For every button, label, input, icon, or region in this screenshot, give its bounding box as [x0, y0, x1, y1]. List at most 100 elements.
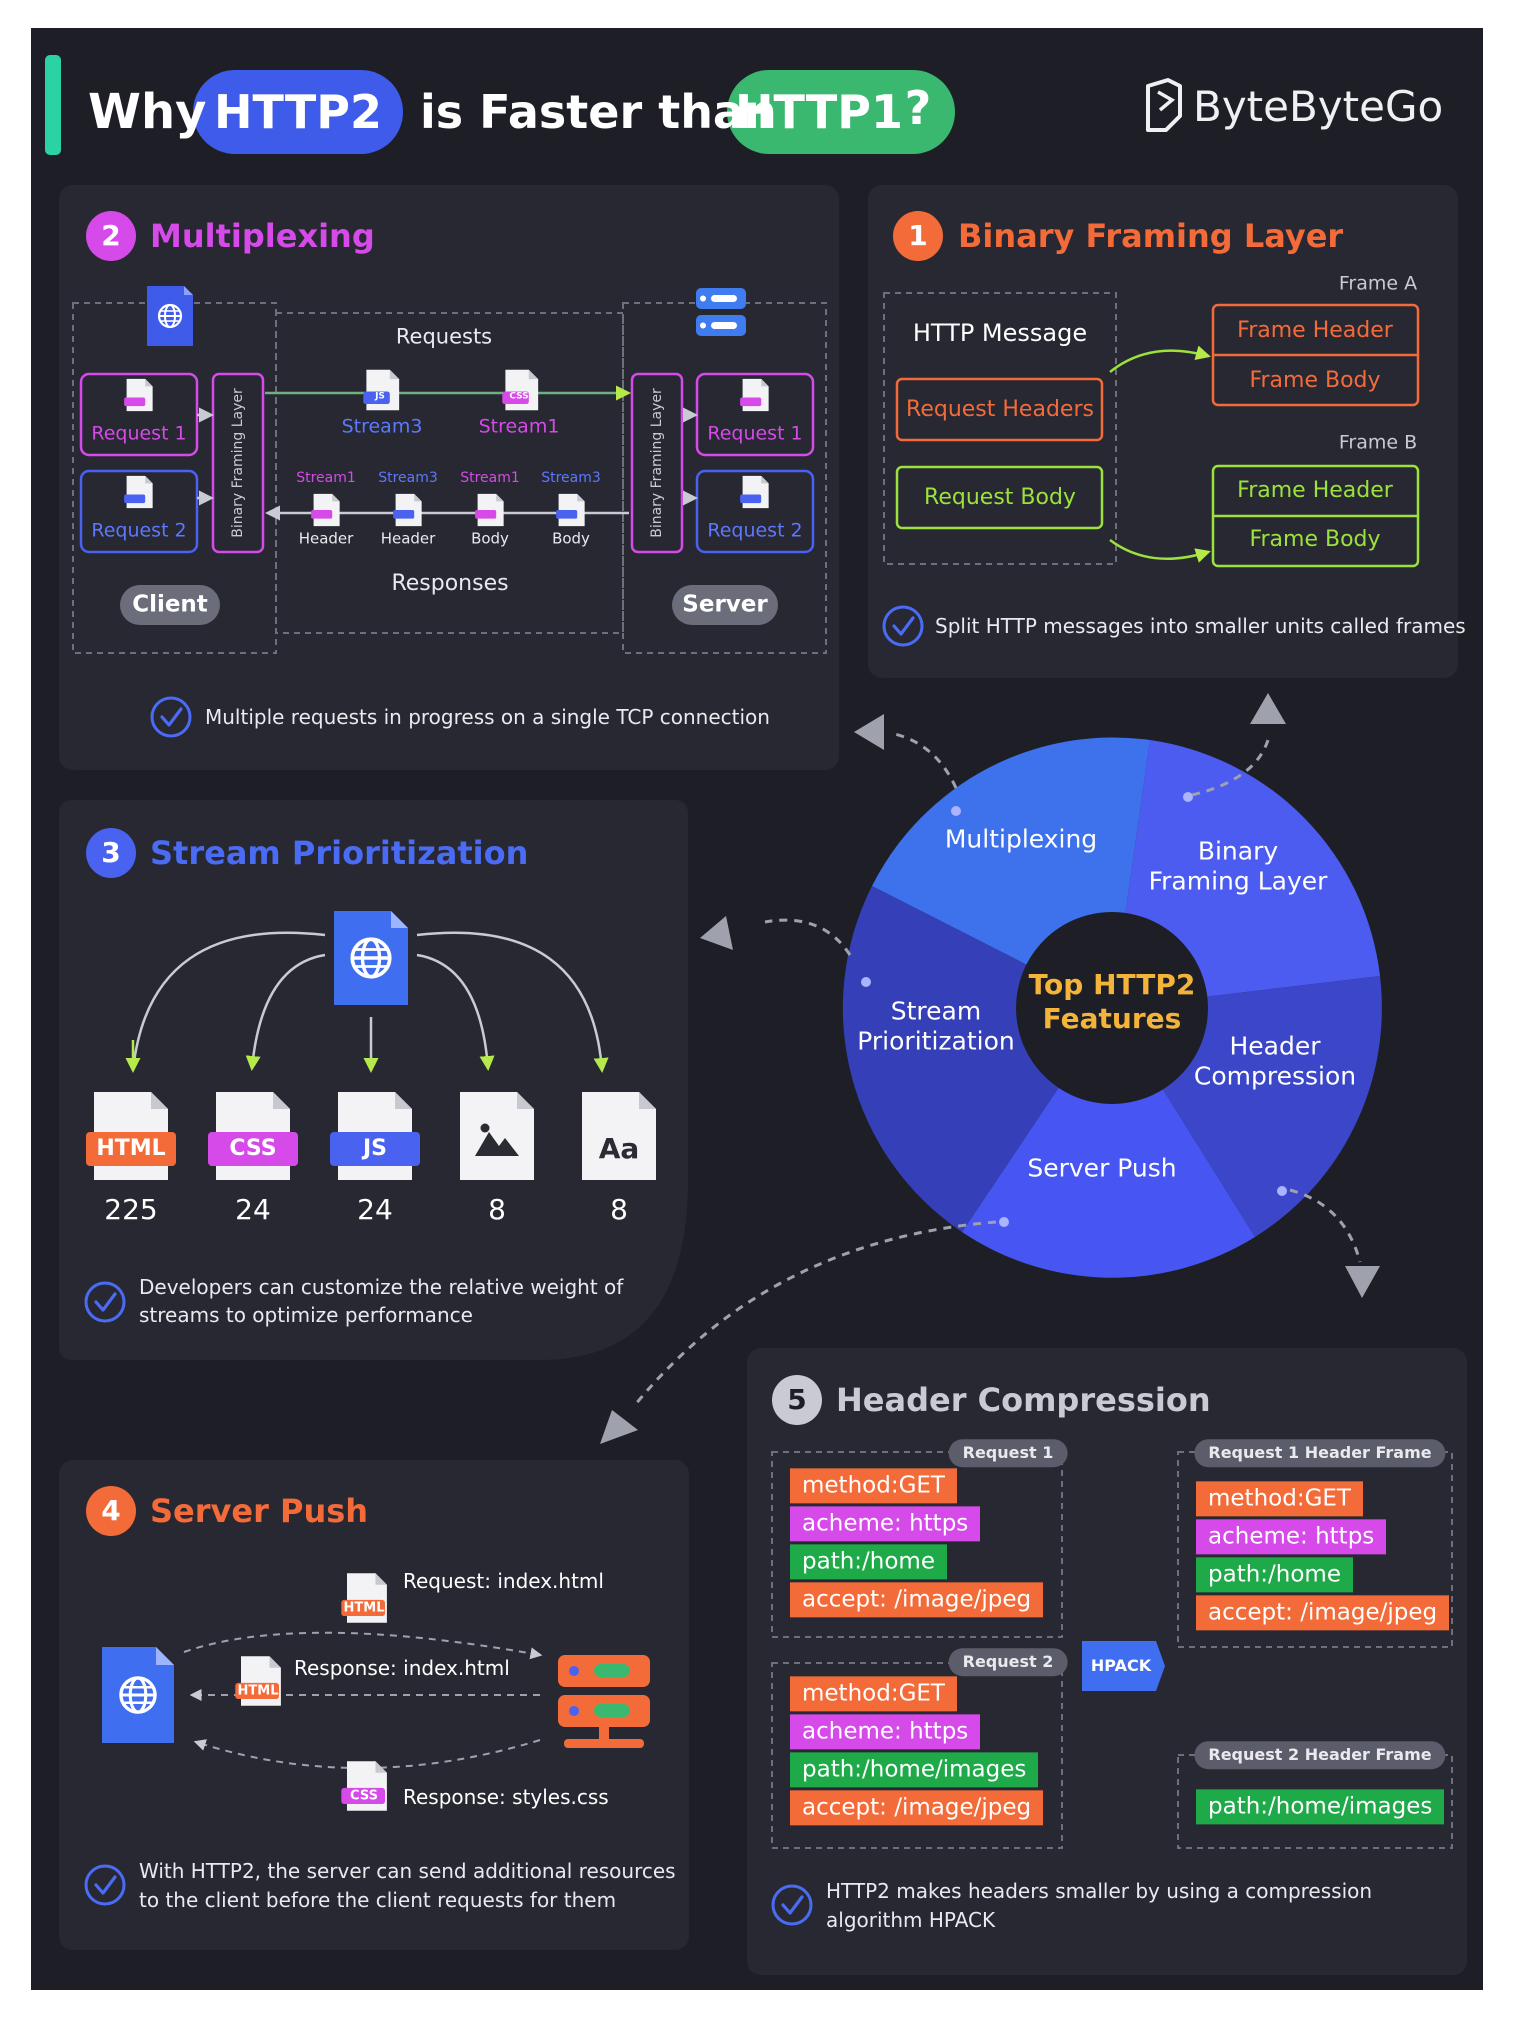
weight-js: 24 [357, 1193, 393, 1226]
title-middle: is Faster than [420, 85, 777, 139]
req1-scheme: acheme: https [790, 1506, 981, 1542]
frame1-accept: accept: /image/jpeg [1196, 1595, 1450, 1631]
server-push-note-line2: to the client before the client requests… [139, 1888, 617, 1912]
server-push-title: Server Push [150, 1492, 369, 1530]
bottom-part-1: Header [298, 529, 354, 548]
request-1-label: Request 1 [948, 1439, 1068, 1467]
title-http1: HTTP1 [734, 85, 904, 139]
weight-css: 24 [235, 1193, 271, 1226]
frame-b-body: Frame Body [1249, 527, 1381, 552]
requests-label: Requests [395, 324, 493, 349]
wheel-stream-line1: Stream [890, 996, 982, 1026]
multiplexing-number: 2 [101, 219, 121, 252]
frame-a-body: Frame Body [1249, 368, 1381, 393]
title-http2: HTTP2 [213, 85, 383, 139]
req1-accept: accept: /image/jpeg [790, 1582, 1044, 1618]
request-body-box: Request Body [924, 485, 1076, 510]
title-question: ? [904, 81, 932, 135]
stream-top-1-file-label: JS [375, 391, 385, 402]
file-css-label: CSS [229, 1136, 277, 1161]
client-framing-layer-label: Binary Framing Layer [230, 388, 246, 538]
html-page-icon [334, 911, 408, 1005]
file-html-label: HTML [96, 1136, 166, 1161]
wheel-header-line2: Compression [1193, 1061, 1357, 1091]
frame-b-header: Frame Header [1237, 478, 1393, 503]
push-response-index-label: Response: index.html [294, 1656, 510, 1680]
binary-number: 1 [908, 219, 928, 252]
wheel-center-line2: Features [1042, 1002, 1182, 1035]
request-headers-box: Request Headers [906, 397, 1094, 422]
client-request-1: Request 1 [91, 422, 187, 445]
brand-logo-icon [1146, 78, 1182, 132]
prioritization-note-line2: streams to optimize performance [139, 1303, 473, 1327]
server-request-2: Request 2 [707, 519, 803, 542]
frame-b-label: Frame B [1338, 431, 1418, 454]
wheel-stream-line2: Prioritization [857, 1026, 1015, 1056]
weight-html: 225 [104, 1193, 158, 1226]
multiplexing-note: Multiple requests in progress on a singl… [205, 705, 770, 729]
stream-top-1: Stream3 [341, 415, 423, 438]
http-message-label: HTTP Message [912, 319, 1088, 347]
stream-top-2: Stream1 [478, 415, 560, 438]
wheel-binary-line1: Binary [1197, 836, 1279, 866]
frame-2-label: Request 2 Header Frame [1194, 1741, 1446, 1769]
wheel-binary-line2: Framing Layer [1148, 866, 1328, 896]
wheel-header-line1: Header [1229, 1031, 1321, 1061]
push-request-file-label: HTML [343, 1600, 385, 1616]
bottom-stream-3: Stream1 [460, 470, 520, 486]
frame1-path: path:/home [1196, 1557, 1353, 1593]
file-font-label: Aa [598, 1132, 640, 1165]
push-response-file-label: HTML [237, 1683, 279, 1699]
push-server-icon [558, 1655, 650, 1748]
feature-wheel [842, 737, 1382, 1278]
frame2-path: path:/home/images [1196, 1789, 1445, 1825]
image-file-icon [460, 1092, 534, 1180]
bottom-stream-4: Stream3 [541, 470, 601, 486]
multiplexing-title: Multiplexing [150, 217, 375, 255]
bottom-part-3: Body [471, 529, 509, 548]
bottom-stream-2: Stream3 [378, 470, 438, 486]
frame-a-header: Frame Header [1237, 318, 1393, 343]
weight-font: 8 [610, 1193, 628, 1226]
bottom-part-2: Header [380, 529, 436, 548]
client-request-2: Request 2 [91, 519, 187, 542]
server-label: Server [682, 591, 768, 618]
frame1-scheme: acheme: https [1196, 1519, 1387, 1555]
binary-note: Split HTTP messages into smaller units c… [935, 614, 1466, 638]
wheel-multiplexing: Multiplexing [944, 824, 1098, 854]
req2-scheme: acheme: https [790, 1714, 981, 1750]
client-browser-icon [147, 286, 193, 346]
req2-method: method:GET [790, 1676, 957, 1712]
req2-path: path:/home/images [790, 1752, 1039, 1788]
title-why: Why [88, 84, 207, 140]
request-2-label: Request 2 [948, 1648, 1068, 1676]
hpack-label: HPACK [1090, 1656, 1152, 1675]
binary-title: Binary Framing Layer [958, 217, 1344, 255]
brand-name: ByteByteGo [1193, 82, 1444, 131]
compression-number: 5 [787, 1383, 807, 1416]
server-icon [696, 288, 746, 336]
stream-top-2-file-label: CSS [509, 391, 529, 402]
compression-note-line1: HTTP2 makes headers smaller by using a c… [826, 1879, 1373, 1903]
frame-1-label: Request 1 Header Frame [1194, 1439, 1446, 1467]
prioritization-title: Stream Prioritization [150, 834, 529, 872]
bottom-stream-1: Stream1 [296, 470, 356, 486]
push-css-file-label: CSS [350, 1788, 378, 1804]
req1-method: method:GET [790, 1468, 957, 1504]
frame-a-label: Frame A [1338, 272, 1418, 295]
prioritization-note-line1: Developers can customize the relative we… [139, 1275, 624, 1299]
wheel-server-push: Server Push [1027, 1153, 1177, 1183]
req2-accept: accept: /image/jpeg [790, 1790, 1044, 1826]
client-page-icon [102, 1647, 174, 1743]
prioritization-number: 3 [101, 836, 121, 869]
server-push-note-line1: With HTTP2, the server can send addition… [139, 1859, 676, 1883]
weight-image: 8 [488, 1193, 506, 1226]
req1-path: path:/home [790, 1544, 947, 1580]
compression-note-line2: algorithm HPACK [826, 1908, 996, 1932]
client-label: Client [132, 591, 208, 618]
push-response-css-label: Response: styles.css [403, 1785, 609, 1809]
server-push-number: 4 [101, 1494, 121, 1527]
compression-title: Header Compression [836, 1381, 1211, 1419]
